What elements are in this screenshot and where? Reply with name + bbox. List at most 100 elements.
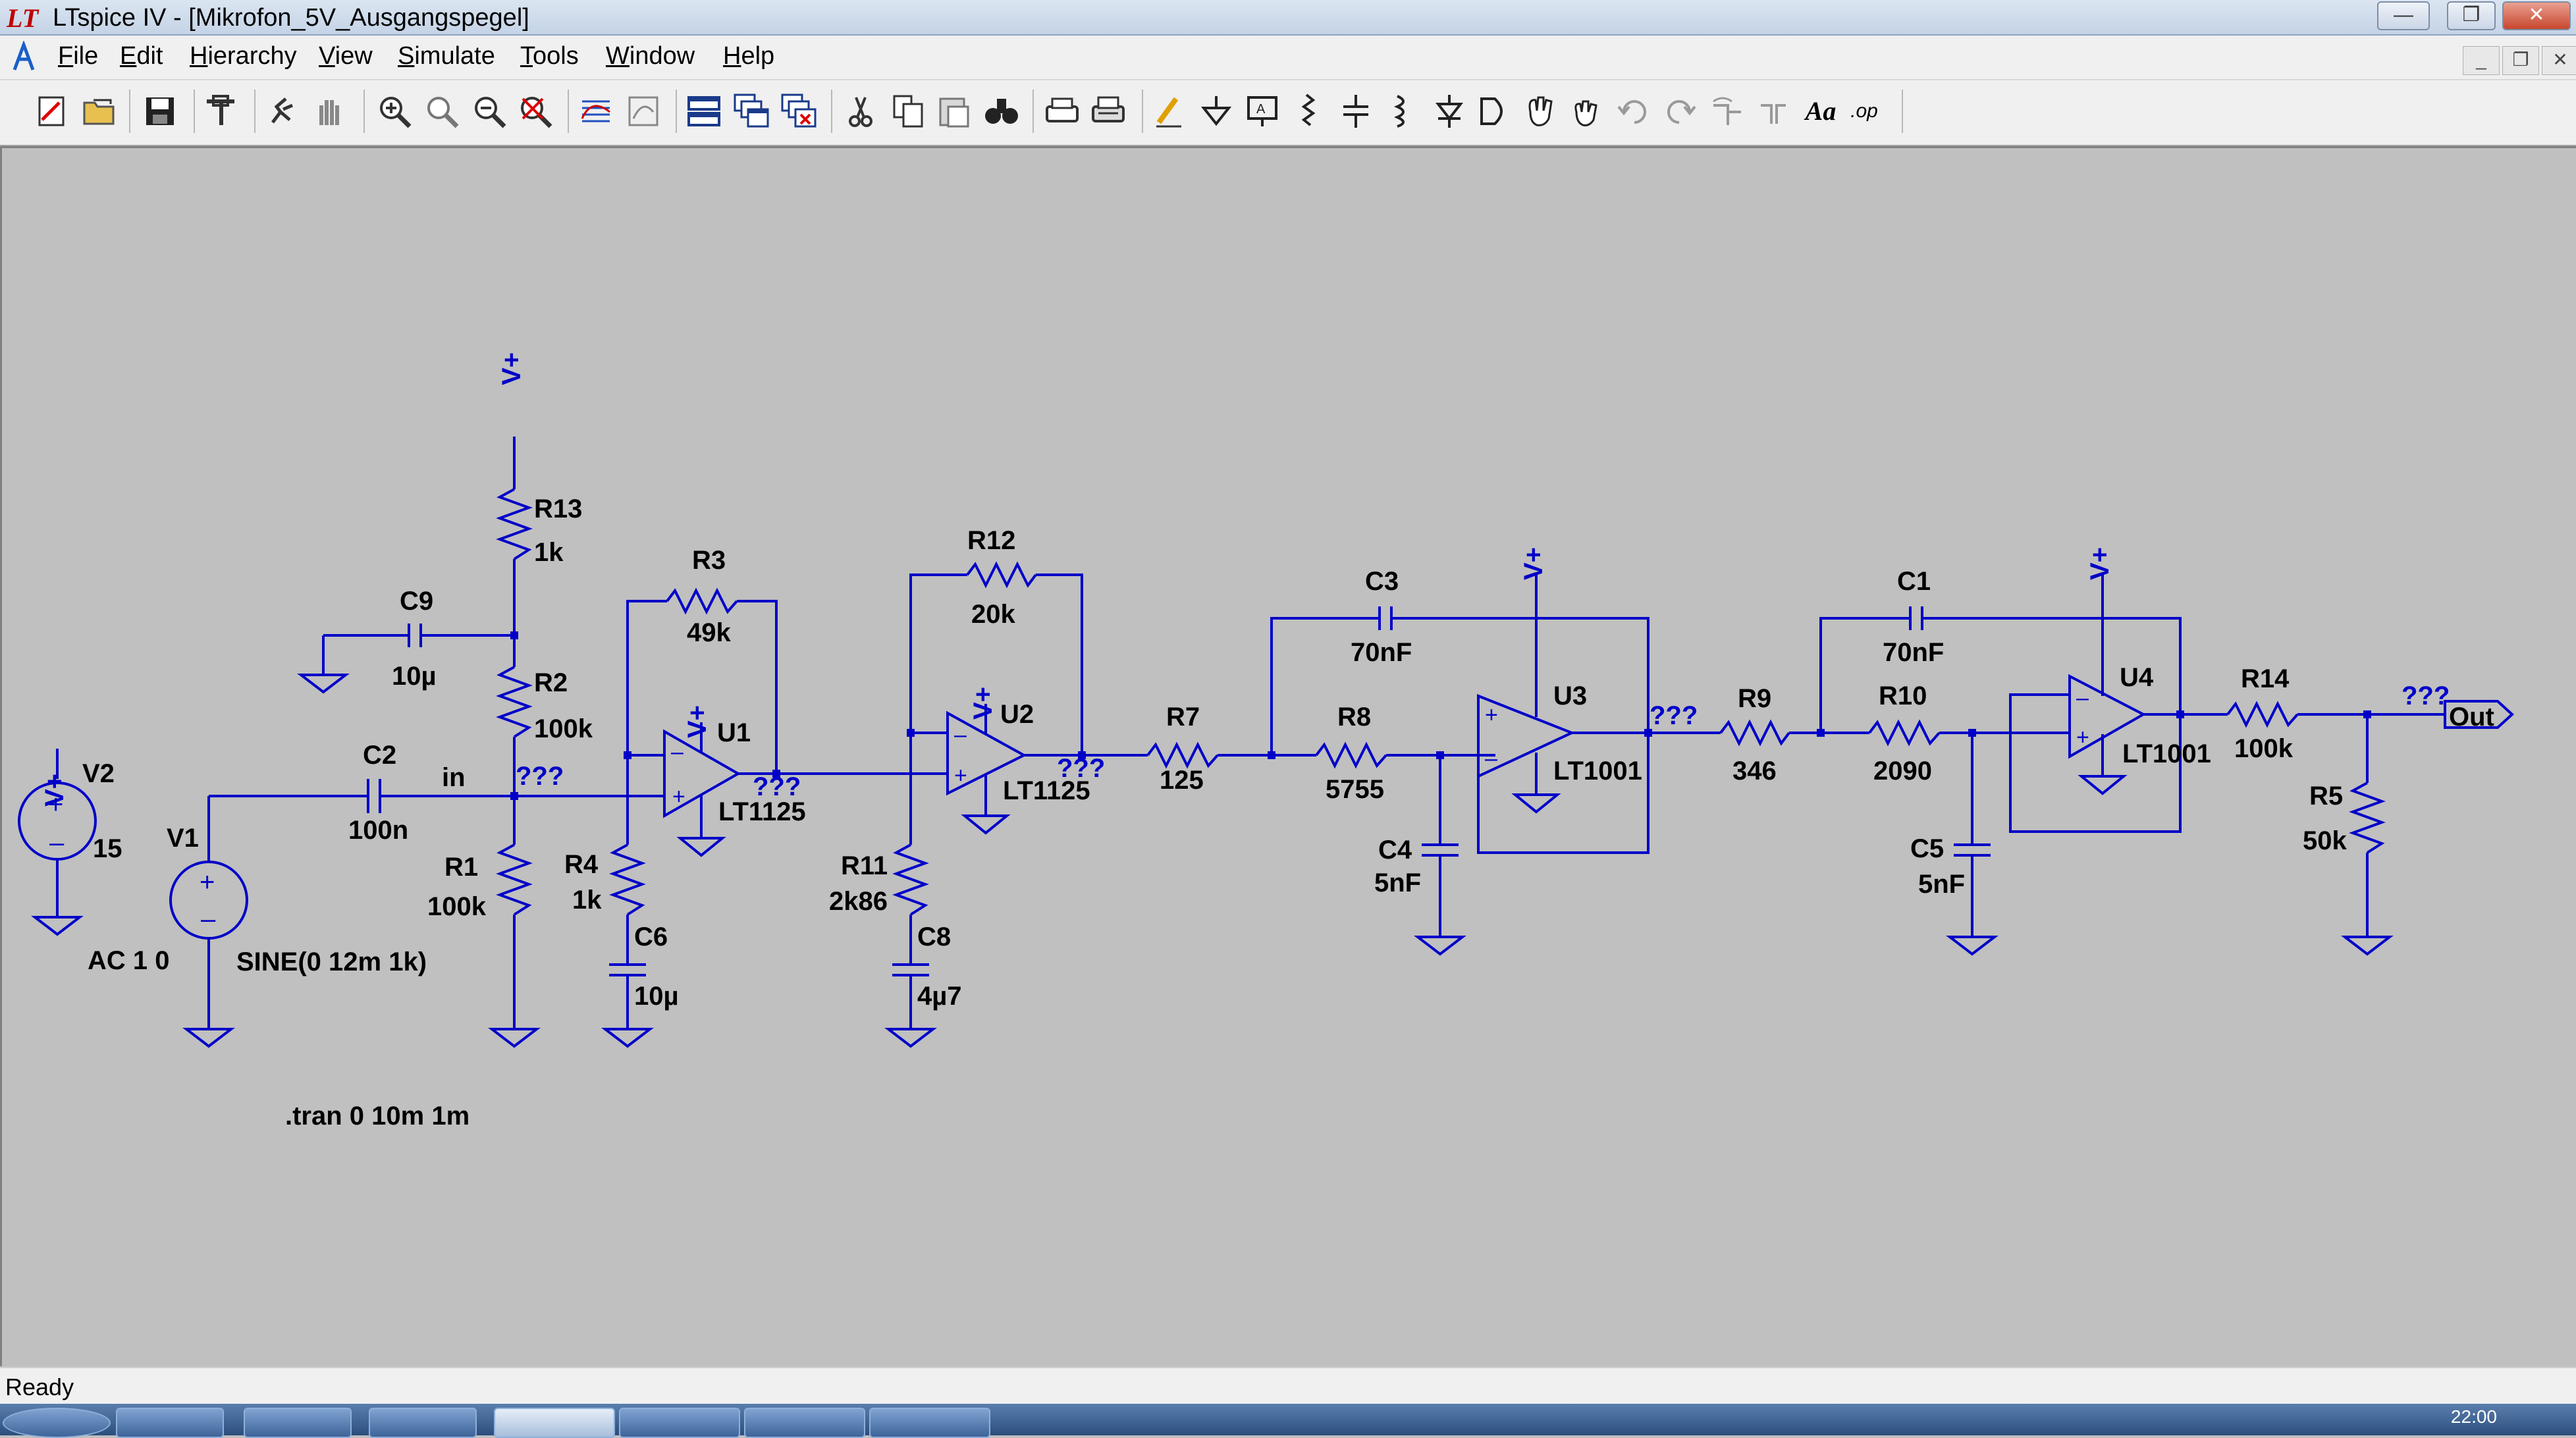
label-r4-value[interactable]: 1k xyxy=(572,886,602,915)
taskbar-excel-icon[interactable] xyxy=(744,1408,865,1438)
label-r5-value[interactable]: 50k xyxy=(2303,826,2347,855)
zoom-out-icon[interactable] xyxy=(470,92,508,130)
rotate-icon[interactable] xyxy=(1708,92,1746,130)
label-r2-name[interactable]: R2 xyxy=(534,668,568,697)
label-c1-value[interactable]: 70nF xyxy=(1883,638,1945,667)
label-r13-name[interactable]: R13 xyxy=(534,494,583,523)
label-c5-name[interactable]: C5 xyxy=(1910,834,1945,863)
close-button[interactable]: ✕ xyxy=(2502,1,2571,30)
label-v1-value[interactable]: SINE(0 12m 1k) xyxy=(236,947,427,976)
label-net-icon[interactable]: A xyxy=(1243,92,1281,130)
zoom-pan-icon[interactable] xyxy=(423,92,461,130)
close-windows-icon[interactable] xyxy=(780,92,818,130)
label-r10-name[interactable]: R10 xyxy=(1879,681,1927,710)
minimize-button[interactable]: — xyxy=(2377,1,2430,30)
print-setup-icon[interactable] xyxy=(1043,92,1081,130)
taskbar-ltspice-icon[interactable] xyxy=(494,1408,615,1438)
label-r7-value[interactable]: 125 xyxy=(1160,766,1204,795)
label-u1-name[interactable]: U1 xyxy=(717,718,751,747)
label-r1-name[interactable]: R1 xyxy=(444,853,479,882)
label-c8-name[interactable]: C8 xyxy=(917,922,952,951)
schematic-canvas[interactable]: +– +– –+ –+ +– –+ V2 15 V+ V1 AC 1 0 SIN… xyxy=(0,146,2576,1366)
taskbar-clock[interactable]: 22:00 xyxy=(2450,1406,2497,1427)
label-u2-name[interactable]: U2 xyxy=(1000,700,1034,729)
label-c2-value[interactable]: 100n xyxy=(348,816,409,845)
resistor-icon[interactable] xyxy=(1291,92,1329,130)
menu-tools[interactable]: Tools xyxy=(520,42,579,70)
label-r8-name[interactable]: R8 xyxy=(1337,703,1372,732)
label-c9-value[interactable]: 10µ xyxy=(392,662,437,691)
label-c9-name[interactable]: C9 xyxy=(400,587,434,616)
taskbar-chrome-icon[interactable] xyxy=(369,1408,477,1438)
menu-simulate[interactable]: Simulate xyxy=(398,42,495,70)
cut-icon[interactable] xyxy=(842,92,880,130)
label-r8-value[interactable]: 5755 xyxy=(1326,775,1384,804)
label-u1-value[interactable]: LT1125 xyxy=(718,797,806,826)
mdi-minimize-button[interactable]: _ xyxy=(2463,46,2500,75)
label-u4-value[interactable]: LT1001 xyxy=(2122,739,2211,768)
label-c3-name[interactable]: C3 xyxy=(1365,567,1399,596)
zoom-in-icon[interactable] xyxy=(375,92,414,130)
label-r9-name[interactable]: R9 xyxy=(1738,684,1772,713)
restore-button[interactable]: ❐ xyxy=(2447,1,2496,30)
mdi-close-button[interactable]: ✕ xyxy=(2542,46,2576,75)
label-r7-name[interactable]: R7 xyxy=(1166,703,1200,732)
label-u3-name[interactable]: U3 xyxy=(1553,681,1588,710)
label-c4-value[interactable]: 5nF xyxy=(1374,868,1422,897)
taskbar-pdf-icon[interactable] xyxy=(619,1408,740,1438)
menu-window[interactable]: Window xyxy=(606,42,695,70)
print-icon[interactable] xyxy=(1089,92,1127,130)
save-icon[interactable] xyxy=(141,92,179,130)
label-u2-value[interactable]: LT1125 xyxy=(1003,776,1090,805)
menu-hierarchy[interactable]: Hierarchy xyxy=(190,42,297,70)
taskbar-explorer-icon[interactable] xyxy=(244,1408,352,1438)
label-r2-value[interactable]: 100k xyxy=(534,714,593,743)
paste-icon[interactable] xyxy=(935,92,973,130)
undo-icon[interactable] xyxy=(1615,92,1653,130)
capacitor-icon[interactable] xyxy=(1337,92,1375,130)
ground-icon[interactable] xyxy=(1197,92,1235,130)
menu-file[interactable]: File xyxy=(58,42,99,70)
label-c1-name[interactable]: C1 xyxy=(1897,567,1931,596)
halt-icon[interactable] xyxy=(311,92,349,130)
label-r12-name[interactable]: R12 xyxy=(967,526,1016,555)
label-r13-value[interactable]: 1k xyxy=(534,538,564,567)
net-label-out[interactable]: Out xyxy=(2449,703,2494,732)
label-r3-value[interactable]: 49k xyxy=(687,618,731,647)
label-r3-name[interactable]: R3 xyxy=(692,546,726,575)
label-r9-value[interactable]: 346 xyxy=(1732,757,1777,786)
mirror-icon[interactable] xyxy=(1754,92,1792,130)
label-v2-value[interactable]: 15 xyxy=(93,834,122,863)
menu-view[interactable]: View xyxy=(319,42,373,70)
label-r11-name[interactable]: R11 xyxy=(841,851,888,880)
spice-directive-tran[interactable]: .tran 0 10m 1m xyxy=(285,1102,470,1131)
label-c6-name[interactable]: C6 xyxy=(634,922,668,951)
text-icon[interactable]: Aa xyxy=(1805,96,1837,126)
cascade-icon[interactable] xyxy=(732,92,770,130)
label-r10-value[interactable]: 2090 xyxy=(1873,757,1932,786)
menu-help[interactable]: Help xyxy=(723,42,775,70)
run-icon[interactable] xyxy=(263,92,302,130)
new-schematic-icon[interactable] xyxy=(33,92,71,130)
autorange-y-icon[interactable] xyxy=(624,92,662,130)
taskbar-app-icon[interactable] xyxy=(869,1408,990,1438)
find-icon[interactable] xyxy=(982,92,1021,130)
open-icon[interactable] xyxy=(80,92,119,130)
start-button[interactable] xyxy=(3,1408,111,1438)
label-r5-name[interactable]: R5 xyxy=(2309,782,2344,811)
label-u4-name[interactable]: U4 xyxy=(2120,663,2154,692)
menu-edit[interactable]: Edit xyxy=(120,42,163,70)
move-icon[interactable] xyxy=(1521,92,1559,130)
label-v1-ac[interactable]: AC 1 0 xyxy=(88,946,170,975)
label-c4-name[interactable]: C4 xyxy=(1378,836,1412,865)
label-r14-name[interactable]: R14 xyxy=(2241,664,2290,693)
label-c6-value[interactable]: 10µ xyxy=(634,982,679,1011)
label-c2-name[interactable]: C2 xyxy=(363,741,397,770)
label-c3-value[interactable]: 70nF xyxy=(1351,638,1412,667)
zoom-fit-icon[interactable] xyxy=(516,92,554,130)
draw-wire-icon[interactable] xyxy=(1150,92,1188,130)
mdi-restore-button[interactable]: ❐ xyxy=(2502,46,2539,75)
component-icon[interactable] xyxy=(1475,92,1513,130)
label-r4-name[interactable]: R4 xyxy=(564,850,599,879)
copy-icon[interactable] xyxy=(889,92,927,130)
